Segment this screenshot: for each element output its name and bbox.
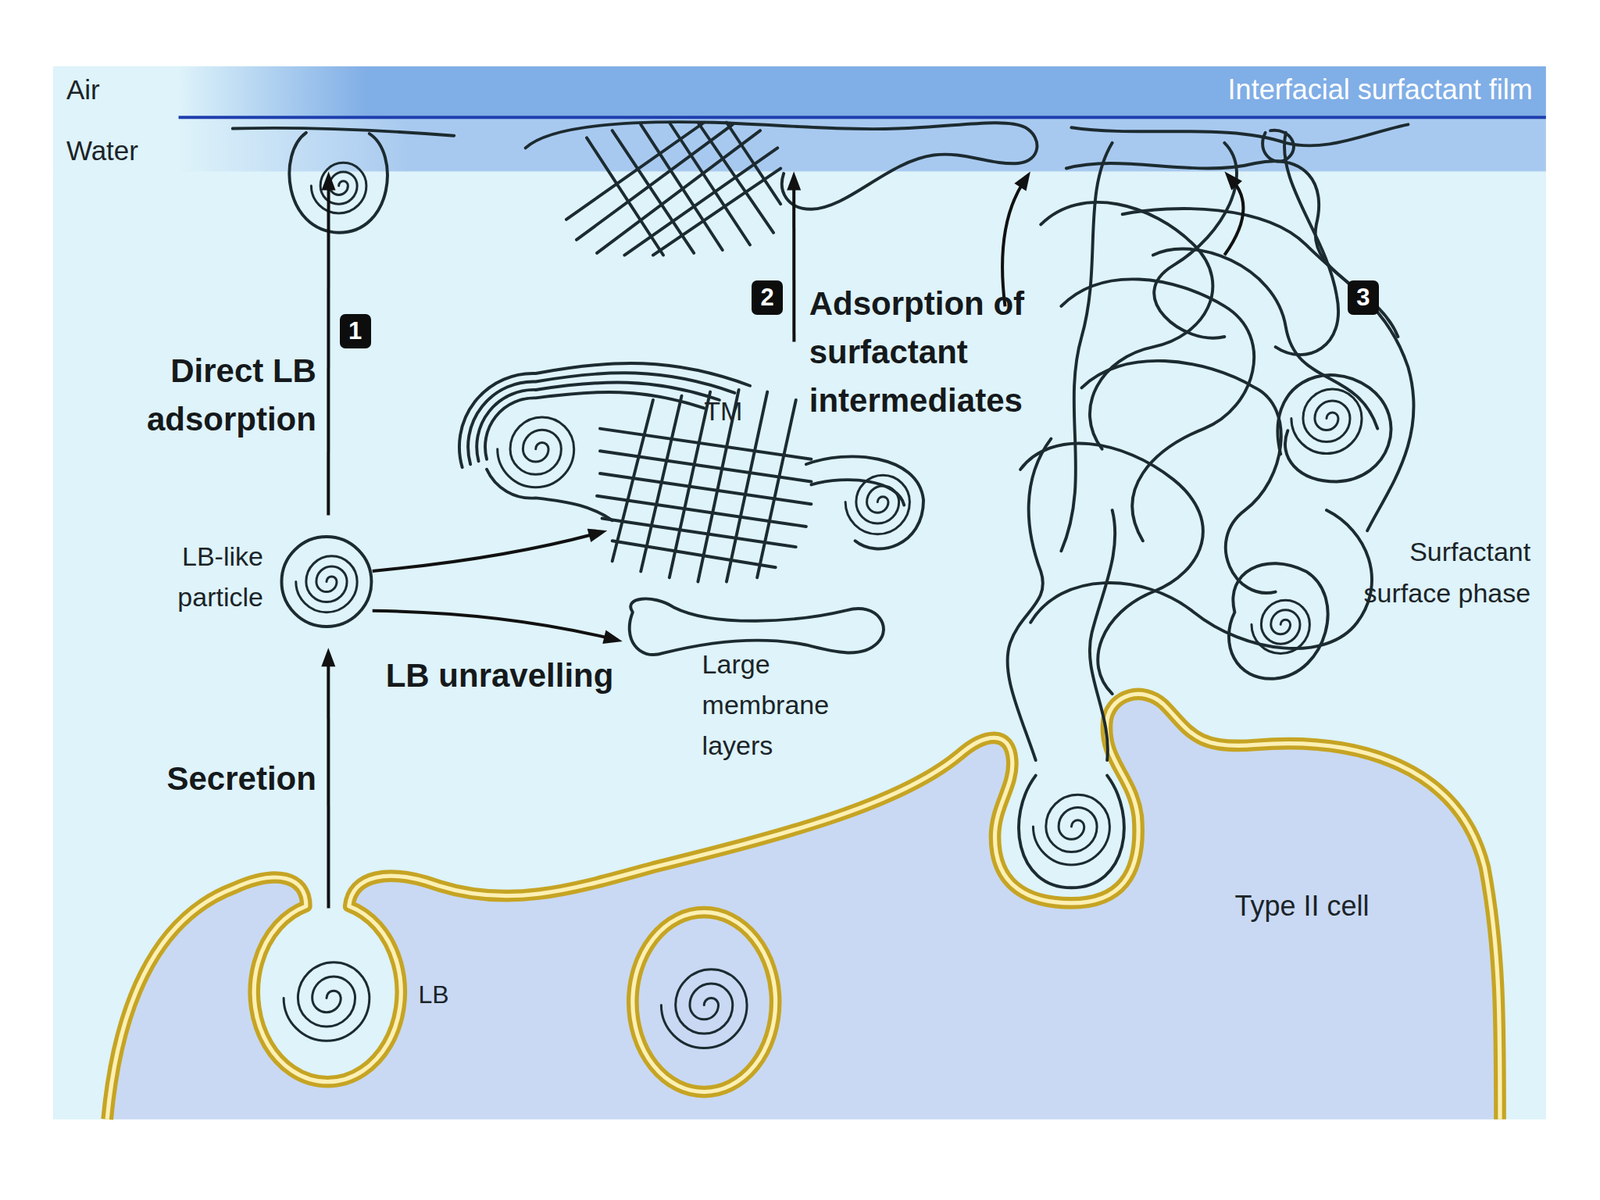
arrow-connector <box>321 647 336 908</box>
arrow-head <box>786 171 801 190</box>
node-label: TM <box>703 393 765 429</box>
tangle-lamella <box>1153 248 1378 429</box>
membrane-inner <box>107 693 1500 1119</box>
surfactant-structures <box>232 121 1415 1048</box>
callout-number: 1 <box>339 314 372 349</box>
alveolar-space <box>53 66 1547 1120</box>
surface-lamella <box>525 121 1038 210</box>
lamellar-body: LB <box>250 907 404 1092</box>
vesicle-membrane-outer <box>632 912 776 1093</box>
tangle-lamella <box>1018 775 1125 889</box>
tangle-lamella <box>1089 510 1115 761</box>
air-band <box>53 66 1547 118</box>
lamella-layers <box>486 469 613 521</box>
node-label: Surfactant surface phase <box>1350 531 1531 615</box>
tangle-lamella <box>1275 132 1339 355</box>
medium-label: Air <box>66 73 159 107</box>
surfactant-surface-phase: Surfactant surface phase <box>1005 255 1414 685</box>
tangle-lamella <box>1040 202 1213 450</box>
node-label: LB <box>417 978 469 1011</box>
surface-lamella <box>289 132 388 233</box>
arrow-head <box>1014 171 1031 191</box>
lamellar-spiral <box>1032 794 1110 865</box>
vesicle-membrane-inner <box>632 912 776 1093</box>
lamellar-spiral <box>660 969 747 1049</box>
process-label: Direct LB adsorption <box>136 346 317 444</box>
lamella-layers <box>806 456 924 549</box>
arrow-line <box>372 534 595 572</box>
tangle-lamella <box>1071 124 1408 146</box>
process-label: Secretion <box>112 754 317 804</box>
arrow-connector <box>321 171 336 515</box>
process-label: Adsorption of surfactant intermediates <box>809 279 1036 425</box>
node-label: Large membrane layers <box>702 643 836 766</box>
tangle-lamella <box>1060 278 1254 541</box>
arrow-connector <box>1224 171 1243 255</box>
arrow-line <box>326 184 330 515</box>
lattice-lines <box>566 122 781 256</box>
surface-phase-tangle <box>1007 124 1415 888</box>
arrow-connector <box>786 171 801 342</box>
arrow-head <box>602 630 622 645</box>
lamellar-spiral <box>283 962 370 1042</box>
large-membrane-layers: Large membrane layers <box>622 596 889 657</box>
callout-number: 3 <box>1347 280 1379 315</box>
arrow-line <box>372 610 611 639</box>
lamellar-spiral <box>296 556 358 613</box>
tangle-lamella <box>1262 130 1294 162</box>
node-label: LB-like particle <box>172 535 264 618</box>
process-label: LB unravelling <box>385 651 631 700</box>
node-label: Type II cell <box>1234 889 1439 924</box>
arrow-connector <box>372 528 608 572</box>
lattice-lines <box>612 389 797 583</box>
arrow-line <box>1224 181 1243 255</box>
tangle-lamella <box>1060 142 1112 551</box>
interfacial-film-band: Interfacial surfactant film <box>178 66 1547 172</box>
node-label: Interfacial surfactant film <box>1103 73 1533 107</box>
cell-cytoplasm <box>107 693 1500 1119</box>
surface-lamella <box>232 128 454 136</box>
tangle-lamella <box>1030 510 1372 649</box>
medium-label: Water <box>66 134 179 168</box>
type-ii-cell: Type II cellLB <box>107 693 1500 1120</box>
surface-lattice <box>566 122 781 256</box>
lamellar-spiral <box>497 417 575 488</box>
arrow-line <box>792 184 796 342</box>
arrow-line <box>326 660 330 908</box>
membrane-outer <box>107 693 1500 1119</box>
tangle-lamella <box>1007 439 1052 761</box>
tangle-lamella <box>1153 142 1237 339</box>
air-water-interface <box>178 115 1547 119</box>
tangle-lamella <box>1228 563 1329 679</box>
membrane-sheet <box>629 598 884 655</box>
arrow-head <box>587 528 608 543</box>
arrow-head <box>321 647 336 667</box>
arrow-connector <box>372 610 623 644</box>
lamellar-spiral <box>310 162 367 214</box>
callout-number: 2 <box>751 280 783 315</box>
arrow-head <box>321 171 336 190</box>
arrow-head <box>1224 171 1242 190</box>
tangle-lamella <box>1277 375 1391 482</box>
lb-like-particle: LB-like particle <box>280 515 373 649</box>
lamellar-spiral <box>1251 600 1310 654</box>
cell-membrane <box>107 693 1500 1119</box>
lamellar-spiral <box>1291 389 1362 454</box>
particle-outline <box>281 536 372 627</box>
